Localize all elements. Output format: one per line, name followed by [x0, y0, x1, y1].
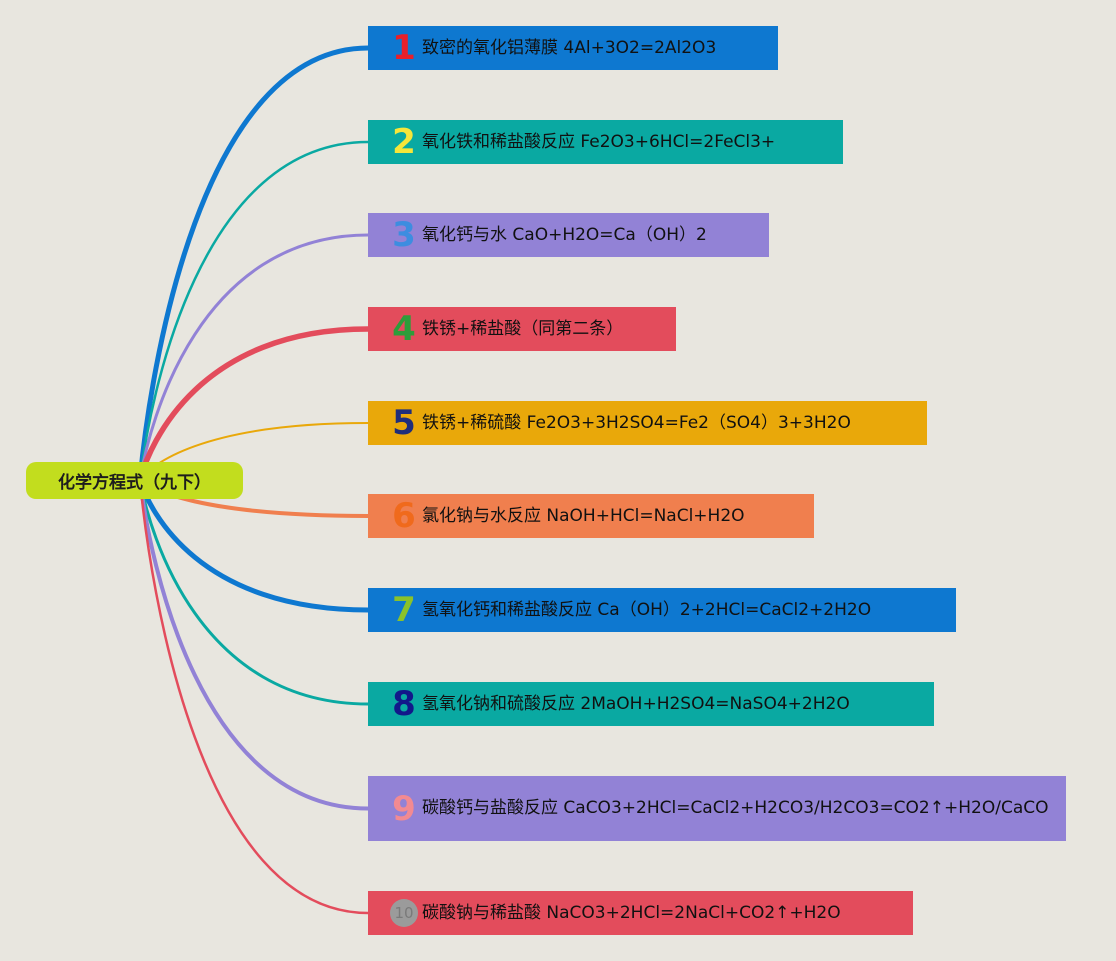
branch-4[interactable]: 4 铁锈+稀盐酸（同第二条）: [368, 307, 676, 351]
branch-8[interactable]: 8 氢氧化钠和硫酸反应 2MaOH+H2SO4=NaSO4+2H2O: [368, 682, 934, 726]
root-topic-label: 化学方程式（九下）: [58, 473, 211, 493]
branch-2-label: 氧化铁和稀盐酸反应 Fe2O3+6HCl=2FeCl3+: [422, 131, 776, 152]
number-1-icon: 1: [392, 28, 416, 68]
number-9-icon: 9: [392, 788, 416, 829]
branch-10-label: 碳酸钠与稀盐酸 NaCO3+2HCl=2NaCl+CO2↑+H2O: [422, 902, 841, 923]
number-4-icon: 4: [392, 309, 416, 349]
branch-5-label: 铁锈+稀硫酸 Fe2O3+3H2SO4=Fe2（SO4）3+3H2O: [422, 412, 851, 433]
number-3-icon: 3: [392, 215, 416, 255]
branch-6-label: 氯化钠与水反应 NaOH+HCl=NaCl+H2O: [422, 505, 745, 526]
connector-7: [137, 477, 371, 613]
number-7-icon: 7: [392, 590, 416, 630]
connector-1: [137, 45, 371, 483]
number-5-icon: 5: [392, 403, 416, 443]
branch-7-label: 氢氧化钙和稀盐酸反应 Ca（OH）2+2HCl=CaCl2+2H2O: [422, 599, 872, 620]
branch-10[interactable]: 10 碳酸钠与稀盐酸 NaCO3+2HCl=2NaCl+CO2↑+H2O: [368, 891, 913, 935]
branch-6[interactable]: 6 氯化钠与水反应 NaOH+HCl=NaCl+H2O: [368, 494, 814, 538]
branch-9-label: 碳酸钙与盐酸反应 CaCO3+2HCl=CaCl2+H2CO3/H2CO3=CO…: [422, 798, 1049, 818]
branch-3-label: 氧化钙与水 CaO+H2O=Ca（OH）2: [422, 224, 707, 245]
root-topic[interactable]: 化学方程式（九下）: [26, 462, 243, 499]
connector-4: [137, 326, 371, 483]
connector-3: [138, 233, 370, 482]
branch-7[interactable]: 7 氢氧化钙和稀盐酸反应 Ca（OH）2+2HCl=CaCl2+2H2O: [368, 588, 956, 632]
connector-8: [138, 478, 370, 706]
connector-9: [138, 478, 370, 811]
branch-9[interactable]: 9 碳酸钙与盐酸反应 CaCO3+2HCl=CaCl2+H2CO3/H2CO3=…: [368, 776, 1066, 841]
branch-8-label: 氢氧化钠和硫酸反应 2MaOH+H2SO4=NaSO4+2H2O: [422, 693, 850, 714]
branch-4-label: 铁锈+稀盐酸（同第二条）: [422, 318, 624, 339]
branch-3[interactable]: 3 氧化钙与水 CaO+H2O=Ca（OH）2: [368, 213, 769, 257]
branch-1[interactable]: 1 致密的氧化铝薄膜 4Al+3O2=2Al2O3: [368, 26, 778, 70]
connector-10: [138, 478, 370, 915]
connector-2: [138, 140, 370, 482]
branch-5[interactable]: 5 铁锈+稀硫酸 Fe2O3+3H2SO4=Fe2（SO4）3+3H2O: [368, 401, 927, 445]
number-10-icon: 10: [390, 899, 418, 927]
branch-1-label: 致密的氧化铝薄膜 4Al+3O2=2Al2O3: [422, 37, 717, 58]
branch-2[interactable]: 2 氧化铁和稀盐酸反应 Fe2O3+6HCl=2FeCl3+: [368, 120, 843, 164]
number-8-icon: 8: [392, 684, 416, 724]
number-2-icon: 2: [392, 122, 416, 162]
number-6-icon: 6: [392, 496, 416, 536]
